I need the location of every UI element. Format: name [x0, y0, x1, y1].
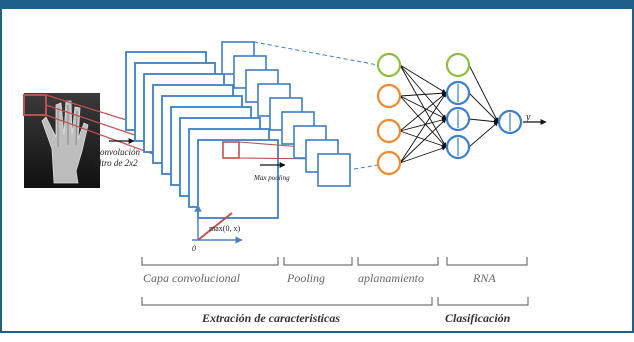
relu-origin: 0 [192, 244, 196, 253]
section-classification-label: Clasificación [445, 311, 511, 325]
input-neuron [376, 118, 402, 144]
bracket-classification [437, 297, 529, 306]
section-flatten-label: aplanamiento [358, 271, 424, 285]
section-pooling-label: Pooling [286, 271, 325, 285]
conv-map [197, 139, 279, 219]
bracket-conv [141, 257, 279, 266]
conv-label-line2: filtro de 2x2 [94, 158, 138, 168]
filter-window [222, 141, 240, 159]
relu-curve [197, 212, 233, 241]
hidden-neuron [445, 52, 471, 78]
nn-edge [399, 95, 447, 148]
nn-edge [399, 92, 447, 132]
input-neuron [376, 150, 402, 176]
nn-edge [399, 117, 447, 132]
nn-edge [399, 64, 447, 94]
nn-edge [399, 146, 447, 164]
nn-edge [399, 91, 447, 97]
flatten-connectors [253, 41, 379, 170]
output-label: y [525, 112, 531, 123]
nn-edge [468, 118, 499, 124]
bracket-ann [446, 257, 528, 266]
nn-connections [399, 64, 499, 164]
relu-label: max(0, x) [209, 224, 240, 233]
section-extraction-label: Extración de caracteristicas [201, 311, 340, 325]
bracket-extraction [141, 297, 433, 306]
nn-edge [399, 64, 447, 120]
pooled-feature-maps [221, 41, 351, 187]
nn-neurons [376, 52, 523, 176]
section-conv-label: Capa convolucional [143, 271, 241, 285]
pool-map [317, 153, 351, 187]
pool-label: Max pooling [253, 174, 290, 182]
nn-edge [399, 95, 447, 120]
nn-edge [399, 92, 447, 164]
hand-xray-image [23, 93, 100, 188]
nn-edge [468, 64, 499, 123]
diagram-frame: Convolución filtro de 2x2 Max pooling y … [0, 0, 634, 333]
conv-label-line1: Convolución [94, 147, 140, 157]
nn-edge [468, 92, 499, 123]
nn-edge [468, 121, 499, 148]
nn-edge [399, 130, 447, 148]
bracket-flatten [357, 257, 439, 266]
nn-edge [399, 64, 447, 148]
section-ann-label: RNA [472, 271, 496, 285]
input-neuron [376, 83, 402, 109]
section-brackets [141, 257, 529, 306]
relu-plot: max(0, x) 0 [192, 204, 243, 253]
nn-edge [399, 118, 447, 164]
cnn-diagram: Convolución filtro de 2x2 Max pooling y … [23, 41, 547, 325]
input-neuron [376, 52, 402, 78]
bracket-pooling [283, 257, 353, 266]
